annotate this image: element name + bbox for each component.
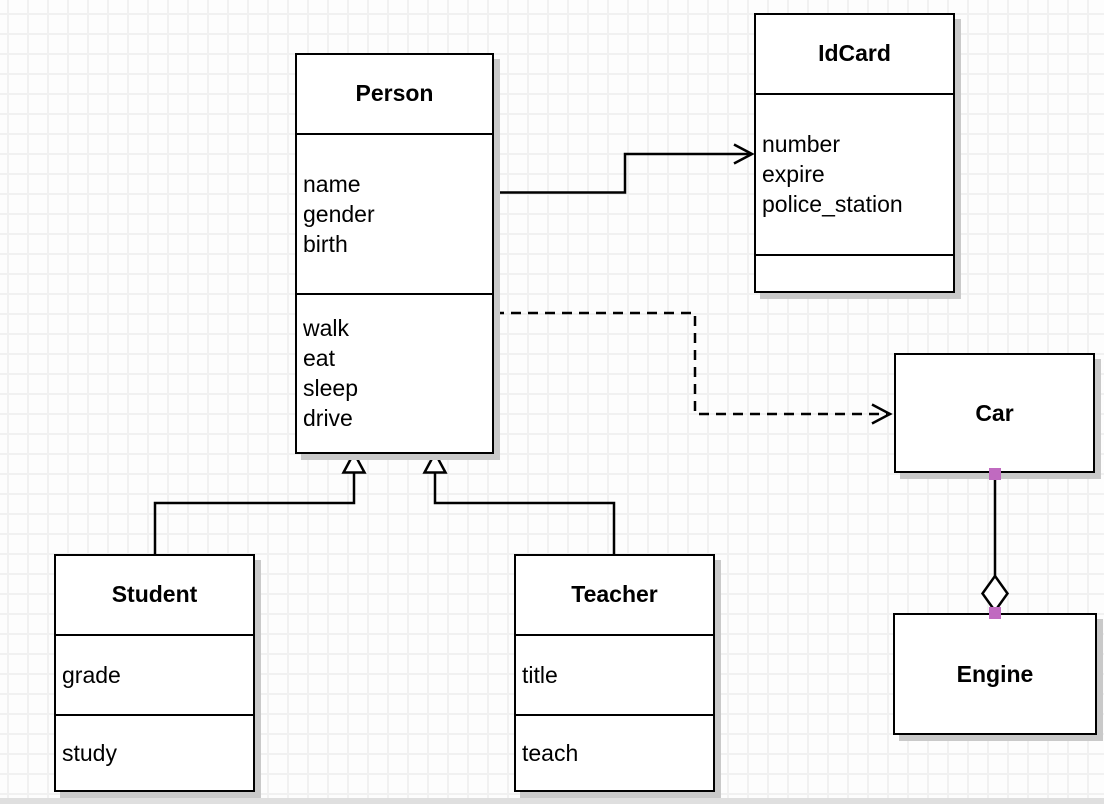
edge-person-car-dependency[interactable] [494,311,893,425]
edge-person-idcard-association[interactable] [494,143,755,194]
class-box-person[interactable]: Person name gender birth walk eat sleep … [295,53,494,454]
class-title: IdCard [818,40,891,67]
attribute: birth [303,230,348,257]
method: study [62,739,117,766]
hollow-triangle-arrowhead-icon [422,450,448,474]
attribute: name [303,170,361,197]
edge-car-engine-aggregation[interactable] [980,474,1010,614]
hollow-triangle-arrowhead-icon [341,450,367,474]
methods-compartment: walk eat sleep drive [297,292,492,453]
class-title: Engine [956,660,1034,687]
open-arrowhead-icon [871,403,893,425]
attribute: title [522,661,558,688]
attributes-compartment: name gender birth [297,132,492,293]
methods-compartment: study [56,713,253,791]
attribute: number [762,131,840,157]
method: sleep [303,375,358,402]
attributes-compartment: number expire police_station [756,92,953,254]
attributes-compartment: grade [56,633,253,714]
class-box-student[interactable]: Student grade study [54,554,255,792]
class-title: Car [975,399,1014,426]
class-title: Student [111,581,198,608]
attribute: gender [303,200,375,227]
attribute: expire [762,161,825,187]
class-title: Person [355,80,434,107]
edge-student-person-generalization[interactable] [153,450,367,554]
methods-compartment: teach [516,713,713,791]
method: teach [522,739,579,766]
class-title: Teacher [571,581,658,608]
attribute: police_station [762,191,903,217]
edge-teacher-person-generalization[interactable] [422,450,616,554]
methods-compartment-empty [756,253,953,292]
class-box-teacher[interactable]: Teacher title teach [514,554,715,792]
attribute: grade [62,661,121,688]
class-box-idcard[interactable]: IdCard number expire police_station [754,13,955,293]
canvas-bottom-edge [0,798,1104,804]
hollow-diamond-icon [980,573,1010,614]
class-box-car[interactable]: Car [894,353,1095,473]
attributes-compartment: title [516,633,713,714]
method: eat [303,345,335,372]
method: walk [303,315,350,342]
class-box-engine[interactable]: Engine [893,613,1097,735]
method: drive [303,405,353,432]
open-arrowhead-icon [733,143,755,165]
